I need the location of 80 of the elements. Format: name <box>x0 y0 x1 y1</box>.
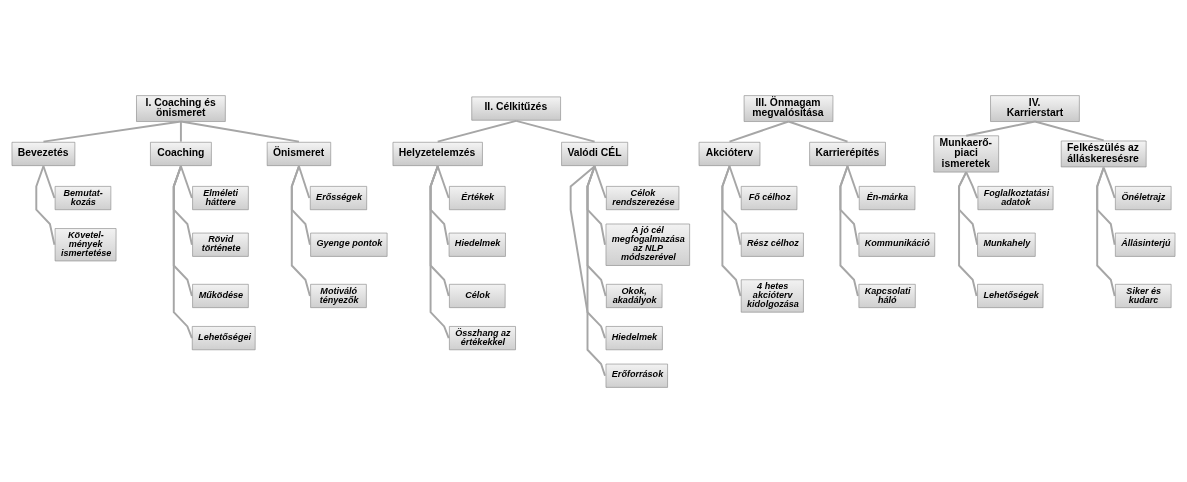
connector <box>179 164 193 199</box>
connector <box>429 164 450 246</box>
connector <box>965 170 979 199</box>
connector <box>569 164 606 339</box>
connector <box>290 164 311 297</box>
node-box: A jó cél megfogalmazása az NLP módszerével <box>605 223 690 266</box>
connector <box>839 164 859 297</box>
connector <box>1033 120 1105 141</box>
node-box: Siker és kudarc <box>1115 283 1172 308</box>
node-box: Erőforrások <box>605 363 668 388</box>
connector <box>958 170 978 297</box>
connector <box>965 120 1036 137</box>
connector <box>728 164 742 199</box>
connector <box>787 120 849 143</box>
connector <box>1102 166 1116 199</box>
node-box: Bevezetés <box>11 141 76 166</box>
connector <box>429 164 450 339</box>
node-box: Munkaerő- piaci ismeretek <box>933 134 999 172</box>
node-box: Coaching <box>150 141 212 166</box>
node-box: Összhang az értékekkel <box>449 325 516 350</box>
node-box: Erősségek <box>309 185 368 210</box>
node-box: Helyzetelemzés <box>392 141 483 166</box>
node-box: Motiváló tényezők <box>310 283 367 308</box>
connector <box>721 164 742 297</box>
node-box: Hiedelmek <box>448 232 506 257</box>
connector <box>42 164 56 199</box>
connector <box>846 164 860 199</box>
connector <box>586 164 606 377</box>
node-box: Önéletrajz <box>1115 185 1172 210</box>
connector <box>42 120 182 143</box>
connector <box>179 120 300 143</box>
connector <box>958 170 979 246</box>
node-box: Működése <box>192 283 249 308</box>
node-box: IV. Karrierstart <box>990 94 1080 122</box>
connector <box>429 164 450 297</box>
connector <box>1096 166 1116 246</box>
node-box: Fő célhoz <box>740 185 798 210</box>
node-box: Akcióterv <box>698 141 761 166</box>
node-box: Önismeret <box>266 141 332 166</box>
node-box: Én-márka <box>858 185 916 210</box>
node-box: Elméleti háttere <box>192 185 249 210</box>
node-box: Kapcsolati háló <box>858 283 916 308</box>
node-box: Lehetőségei <box>191 325 256 350</box>
node-box: 4 hetes akcióterv kidolgozása <box>740 278 804 312</box>
node-box: Gyenge pontok <box>310 232 388 257</box>
node-box: III. Önmagam megvalósítása <box>743 94 834 122</box>
connector <box>728 120 790 143</box>
node-box: Célok rendszerezése <box>606 185 680 210</box>
connector <box>593 164 607 199</box>
connector <box>436 119 518 143</box>
connector <box>172 164 193 339</box>
connector <box>839 164 859 246</box>
connector <box>172 164 193 297</box>
node-box: Rövid története <box>192 232 249 257</box>
node-box: Célok <box>449 283 506 308</box>
node-box: Követel- mények ismertetése <box>54 227 117 261</box>
connector <box>172 164 193 246</box>
node-box: I. Coaching és önismeret <box>136 94 226 122</box>
node-box: Kommunikáció <box>858 232 936 257</box>
connector <box>35 164 56 246</box>
node-box: Hiedelmek <box>605 325 663 350</box>
node-box: Lehetőségek <box>977 283 1044 308</box>
node-box: Valódi CÉL <box>561 141 629 166</box>
node-box: Munkahely <box>977 232 1036 257</box>
node-box: Felkészülés az álláskeresésre <box>1060 140 1147 167</box>
connector <box>179 120 182 143</box>
connector <box>721 164 742 246</box>
connector <box>436 164 450 199</box>
node-box: Okok, akadályok <box>606 283 663 308</box>
node-box: Rész célhoz <box>740 232 804 257</box>
connector <box>1096 166 1116 297</box>
connector <box>586 164 607 297</box>
node-box: Állásinterjú <box>1115 232 1176 257</box>
connector <box>586 164 606 246</box>
node-box: Foglalkoztatási adatok <box>977 185 1054 210</box>
node-box: Értékek <box>449 185 506 210</box>
connector <box>515 119 596 143</box>
node-box: Karrierépítés <box>809 141 886 166</box>
node-box: II. Célkitűzés <box>471 96 561 121</box>
node-box: Bemutat- kozás <box>54 185 112 210</box>
